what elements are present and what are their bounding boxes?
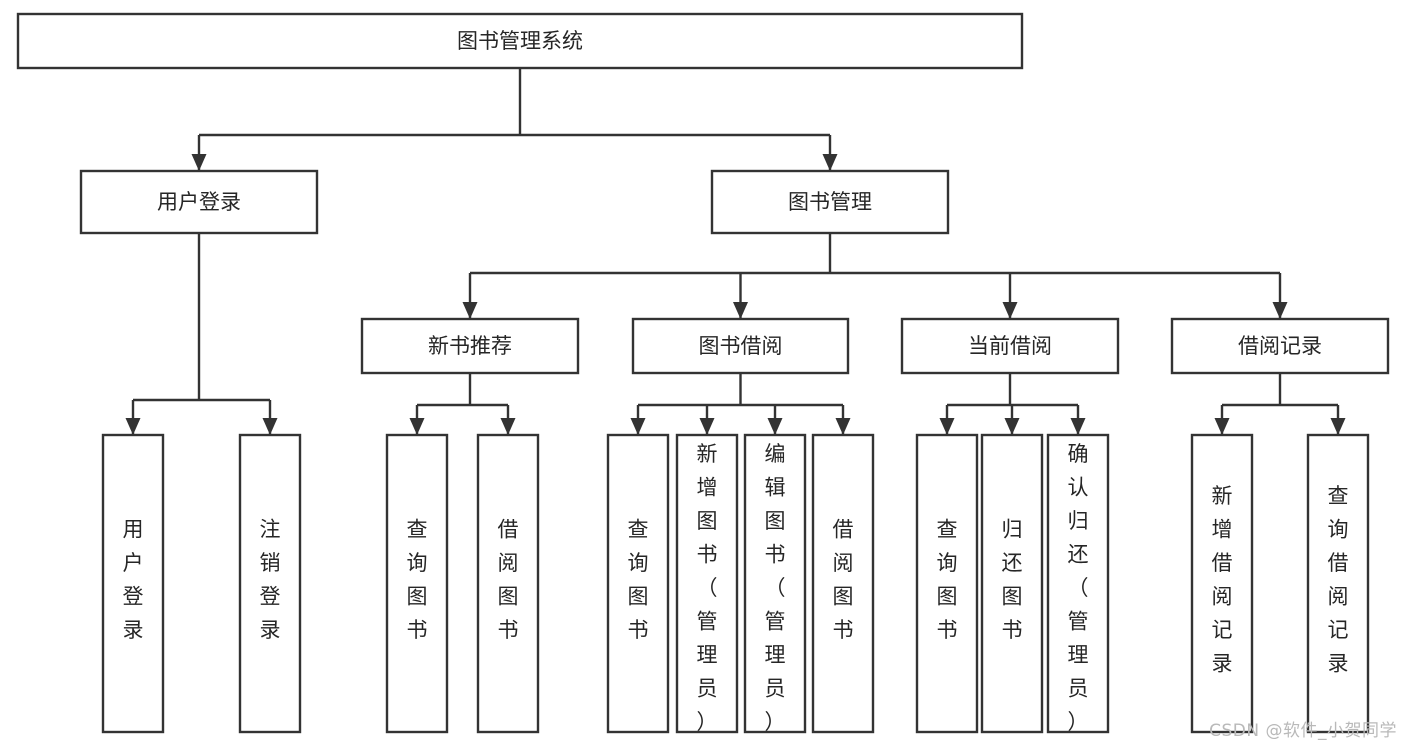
connector-user-login <box>125 233 278 435</box>
node-box-user-login <box>79 169 319 235</box>
node-label-new-book-rec: 新书推荐 <box>428 334 512 358</box>
node-box-leaf-add-record <box>1190 433 1254 734</box>
connector-new-book-rec <box>409 373 516 435</box>
arrow-head-icon <box>822 154 838 171</box>
connector-current-borrow <box>939 373 1086 435</box>
node-box-leaf-query-book-2 <box>606 433 670 734</box>
arrow-head-icon <box>1070 418 1086 435</box>
node-box-leaf-borrow-book-2 <box>811 433 875 734</box>
node-leaf-logout[interactable]: 注销登录 <box>238 433 302 734</box>
arrow-head-icon <box>733 302 748 319</box>
node-label-leaf-confirm-return: 确认归还（管理员） <box>1068 442 1089 734</box>
node-label-leaf-add-book: 新增图书（管理员） <box>697 442 718 734</box>
connector-layer <box>125 68 1346 435</box>
arrow-head-icon <box>262 418 278 435</box>
node-book-borrow[interactable]: 图书借阅 <box>631 317 850 375</box>
node-root[interactable]: 图书管理系统 <box>16 12 1024 70</box>
node-leaf-return-book[interactable]: 归还图书 <box>980 433 1044 734</box>
node-box-book-borrow <box>631 317 850 375</box>
node-leaf-query-book-3[interactable]: 查询图书 <box>915 433 979 734</box>
node-box-root <box>16 12 1024 70</box>
arrow-head-icon <box>630 418 646 435</box>
node-box-leaf-query-book-3 <box>915 433 979 734</box>
node-box-book-manage <box>710 169 950 235</box>
node-box-leaf-query-book-1 <box>385 433 449 734</box>
node-box-leaf-borrow-book-1 <box>476 433 540 734</box>
node-label-current-borrow: 当前借阅 <box>968 334 1052 358</box>
node-leaf-confirm-return[interactable]: 确认归还（管理员） <box>1046 433 1110 734</box>
node-label-book-borrow: 图书借阅 <box>699 334 783 358</box>
node-box-leaf-logout <box>238 433 302 734</box>
node-box-current-borrow <box>900 317 1120 375</box>
node-leaf-add-book[interactable]: 新增图书（管理员） <box>675 433 739 734</box>
node-leaf-borrow-book-2[interactable]: 借阅图书 <box>811 433 875 734</box>
connector-book-manage <box>462 233 1288 319</box>
node-new-book-rec[interactable]: 新书推荐 <box>360 317 580 375</box>
node-label-leaf-query-book-2: 查询图书 <box>628 518 649 643</box>
node-box-leaf-user-login <box>101 433 165 734</box>
arrow-head-icon <box>767 418 783 435</box>
node-label-leaf-add-record: 新增借阅记录 <box>1212 484 1233 676</box>
connector-borrow-record <box>1214 373 1346 435</box>
node-box-leaf-confirm-return <box>1046 433 1110 734</box>
node-box-borrow-record <box>1170 317 1390 375</box>
node-label-leaf-query-record: 查询借阅记录 <box>1328 484 1349 676</box>
arrow-head-icon <box>191 154 207 171</box>
node-label-user-login: 用户登录 <box>157 190 241 214</box>
node-leaf-borrow-book-1[interactable]: 借阅图书 <box>476 433 540 734</box>
arrow-head-icon <box>1214 418 1230 435</box>
node-box-leaf-return-book <box>980 433 1044 734</box>
node-leaf-edit-book[interactable]: 编辑图书（管理员） <box>743 433 807 734</box>
arrow-head-icon <box>1272 302 1288 319</box>
arrow-head-icon <box>835 418 851 435</box>
connector-book-borrow <box>630 373 851 435</box>
node-layer: 图书管理系统用户登录图书管理新书推荐图书借阅当前借阅借阅记录用户登录注销登录查询… <box>16 12 1390 734</box>
node-box-new-book-rec <box>360 317 580 375</box>
node-box-leaf-edit-book <box>743 433 807 734</box>
arrow-head-icon <box>699 418 715 435</box>
node-label-leaf-user-login: 用户登录 <box>123 518 144 643</box>
node-label-leaf-borrow-book-1: 借阅图书 <box>498 518 519 643</box>
node-user-login[interactable]: 用户登录 <box>79 169 319 235</box>
node-leaf-query-book-1[interactable]: 查询图书 <box>385 433 449 734</box>
node-label-root: 图书管理系统 <box>457 29 583 53</box>
arrow-head-icon <box>1004 418 1020 435</box>
node-leaf-user-login[interactable]: 用户登录 <box>101 433 165 734</box>
node-leaf-add-record[interactable]: 新增借阅记录 <box>1190 433 1254 734</box>
arrow-head-icon <box>1002 302 1018 319</box>
arrow-head-icon <box>1330 418 1346 435</box>
node-label-leaf-logout: 注销登录 <box>260 518 281 643</box>
node-borrow-record[interactable]: 借阅记录 <box>1170 317 1390 375</box>
node-leaf-query-record[interactable]: 查询借阅记录 <box>1306 433 1370 734</box>
node-book-manage[interactable]: 图书管理 <box>710 169 950 235</box>
node-label-leaf-borrow-book-2: 借阅图书 <box>833 518 854 643</box>
node-label-leaf-query-book-3: 查询图书 <box>937 518 958 643</box>
node-leaf-query-book-2[interactable]: 查询图书 <box>606 433 670 734</box>
node-label-book-manage: 图书管理 <box>788 190 872 214</box>
node-label-leaf-edit-book: 编辑图书（管理员） <box>765 442 786 734</box>
node-current-borrow[interactable]: 当前借阅 <box>900 317 1120 375</box>
arrow-head-icon <box>462 302 478 319</box>
arrow-head-icon <box>500 418 516 435</box>
arrow-head-icon <box>125 418 141 435</box>
node-label-leaf-query-book-1: 查询图书 <box>407 518 428 643</box>
node-box-leaf-query-record <box>1306 433 1370 734</box>
arrow-head-icon <box>409 418 425 435</box>
node-label-borrow-record: 借阅记录 <box>1238 334 1322 358</box>
arrow-head-icon <box>939 418 955 435</box>
connector-root <box>191 68 838 171</box>
node-label-leaf-return-book: 归还图书 <box>1002 518 1023 643</box>
node-box-leaf-add-book <box>675 433 739 734</box>
